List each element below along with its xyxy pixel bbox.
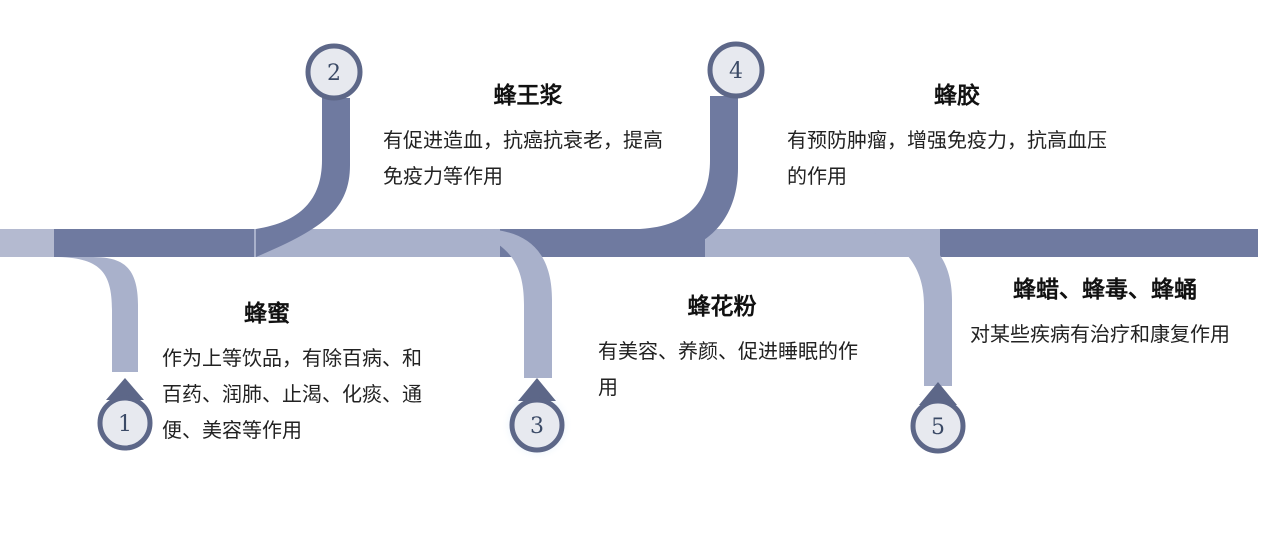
node-1-title: 蜂蜜 bbox=[244, 301, 290, 327]
node-4-text: 蜂胶 有预防肿瘤，增强免疫力，抗高血压的作用 bbox=[787, 76, 1127, 194]
node-2-text: 蜂王浆 有促进造血，抗癌抗衰老，提高免疫力等作用 bbox=[383, 76, 673, 194]
node-4-number: 4 bbox=[729, 59, 743, 84]
node-1-number: 1 bbox=[118, 412, 132, 437]
node-3-text: 蜂花粉 有美容、养颜、促进睡眠的作用 bbox=[598, 287, 858, 405]
branch-1 bbox=[54, 257, 138, 372]
node-1-text: 蜂蜜 作为上等饮品，有除百病、和百药、润肺、止渴、化痰、通便、美容等作用 bbox=[162, 294, 442, 448]
branch-2 bbox=[256, 98, 350, 257]
timeline-segment-left bbox=[0, 229, 56, 257]
node-5-number: 5 bbox=[931, 415, 945, 440]
node-4-description: 有预防肿瘤，增强免疫力，抗高血压的作用 bbox=[787, 128, 1107, 188]
node-4-title: 蜂胶 bbox=[934, 83, 980, 109]
node-5: 5 bbox=[910, 382, 966, 454]
branch-4 bbox=[640, 96, 738, 257]
timeline-segment-5 bbox=[940, 229, 1258, 257]
timeline-segment-1 bbox=[54, 229, 256, 257]
node-2-description: 有促进造血，抗癌抗衰老，提高免疫力等作用 bbox=[383, 128, 663, 188]
node-2-number: 2 bbox=[327, 61, 341, 86]
node-3-number: 3 bbox=[530, 414, 544, 439]
node-3: 3 bbox=[509, 378, 565, 453]
node-1-description: 作为上等饮品，有除百病、和百药、润肺、止渴、化痰、通便、美容等作用 bbox=[162, 346, 422, 442]
node-1: 1 bbox=[97, 378, 153, 451]
node-4: 4 bbox=[707, 41, 765, 99]
node-5-title: 蜂蜡、蜂毒、蜂蛹 bbox=[1013, 277, 1197, 303]
node-3-description: 有美容、养颜、促进睡眠的作用 bbox=[598, 339, 858, 399]
node-5-text: 蜂蜡、蜂毒、蜂蛹 对某些疾病有治疗和康复作用 bbox=[970, 270, 1260, 352]
node-2: 2 bbox=[305, 43, 363, 101]
node-5-description: 对某些疾病有治疗和康复作用 bbox=[970, 322, 1230, 346]
node-3-title: 蜂花粉 bbox=[687, 294, 757, 320]
branch-5 bbox=[860, 229, 952, 386]
branch-3 bbox=[460, 229, 552, 378]
node-2-title: 蜂王浆 bbox=[493, 83, 563, 109]
